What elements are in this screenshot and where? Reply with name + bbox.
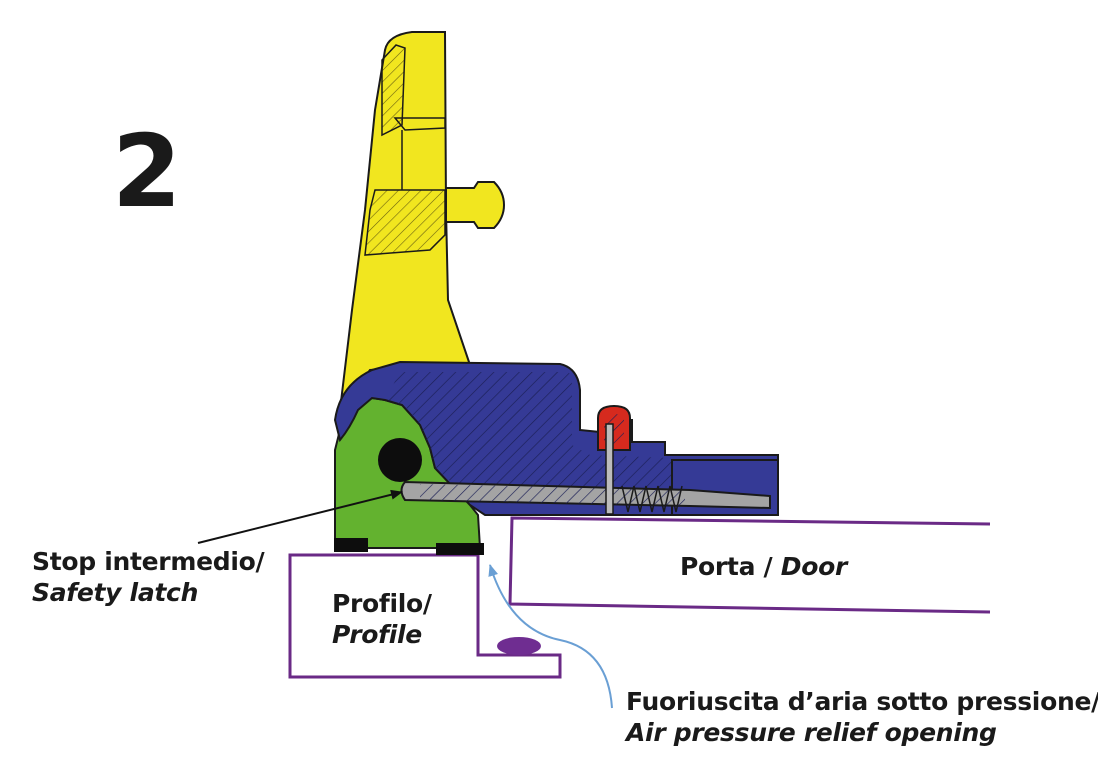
handle [338, 31, 506, 414]
safety-latch-label-en: Safety latch [32, 578, 199, 608]
profile-label-it: Profilo/ [332, 589, 432, 618]
door-panel [508, 516, 991, 614]
door-label-it: Porta / [680, 552, 781, 581]
safety-latch-label-it: Stop intermedio/ [32, 547, 265, 576]
air-relief-label-it: Fuoriuscita d’aria sotto pressione/ [626, 687, 1098, 716]
seal [497, 637, 541, 655]
safety-latch-label: Stop intermedio/ Safety latch [32, 546, 265, 609]
profile-label: Profilo/ Profile [332, 588, 432, 651]
air-relief-label-en: Air pressure relief opening [626, 718, 997, 748]
step-number: 2 [112, 113, 182, 230]
air-relief-leader [488, 564, 613, 709]
door-label: Porta / Door [680, 551, 847, 582]
door-label-en: Door [780, 552, 848, 581]
gasket-right [436, 543, 484, 555]
profile-label-en: Profile [332, 620, 422, 650]
spring-cap [597, 404, 631, 451]
air-relief-label: Fuoriuscita d’aria sotto pressione/ Air … [626, 686, 1098, 749]
gasket-left [334, 538, 368, 552]
safety-latch-leader [197, 489, 403, 544]
safety-latch-ball [378, 438, 422, 482]
